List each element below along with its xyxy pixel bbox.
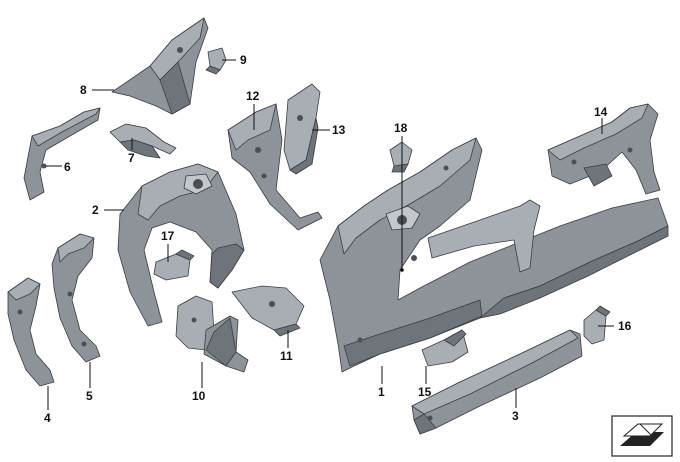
callout-14: 14 <box>594 105 608 119</box>
callout-11: 11 <box>280 349 293 363</box>
part-13-plate <box>283 83 321 175</box>
callout-3: 3 <box>512 409 519 423</box>
part-6-strut <box>23 107 101 201</box>
callout-9: 9 <box>240 53 247 67</box>
part-8-bracket <box>111 17 209 115</box>
callout-16: 16 <box>618 319 632 333</box>
callout-10: 10 <box>192 389 206 403</box>
part-11-bracket <box>231 285 305 337</box>
callout-18: 18 <box>394 121 408 135</box>
leader-lines <box>46 59 614 410</box>
part-10-bracket <box>175 295 249 373</box>
callout-5: 5 <box>86 389 93 403</box>
callout-15: 15 <box>418 385 432 399</box>
part-2-wheelhouse <box>117 163 245 327</box>
part-1-front-structure <box>319 137 669 373</box>
part-4-member <box>7 277 55 387</box>
part-16-bracket <box>583 305 611 345</box>
part-18-clip <box>389 141 413 173</box>
callout-4: 4 <box>44 411 51 425</box>
part-7-channel <box>109 123 177 159</box>
part-15-plate <box>421 329 469 367</box>
callout-6: 6 <box>64 160 71 174</box>
callout-7: 7 <box>128 151 135 165</box>
callout-labels: 8 9 6 7 12 13 2 17 5 4 10 11 1 15 3 16 1… <box>44 53 632 425</box>
callout-17: 17 <box>161 229 175 243</box>
callout-12: 12 <box>246 89 260 103</box>
part-9-clip <box>205 47 227 75</box>
part-3-rail <box>411 329 583 435</box>
callout-13: 13 <box>332 123 346 137</box>
part-14-crossmember <box>547 103 661 195</box>
part-17-bracket <box>153 249 195 281</box>
callout-2: 2 <box>92 203 99 217</box>
part-12-reinforcement <box>227 103 323 231</box>
part-5-member <box>51 233 101 363</box>
callout-1: 1 <box>378 385 385 399</box>
parts-tray-icon <box>611 415 673 457</box>
callout-8: 8 <box>80 83 87 97</box>
